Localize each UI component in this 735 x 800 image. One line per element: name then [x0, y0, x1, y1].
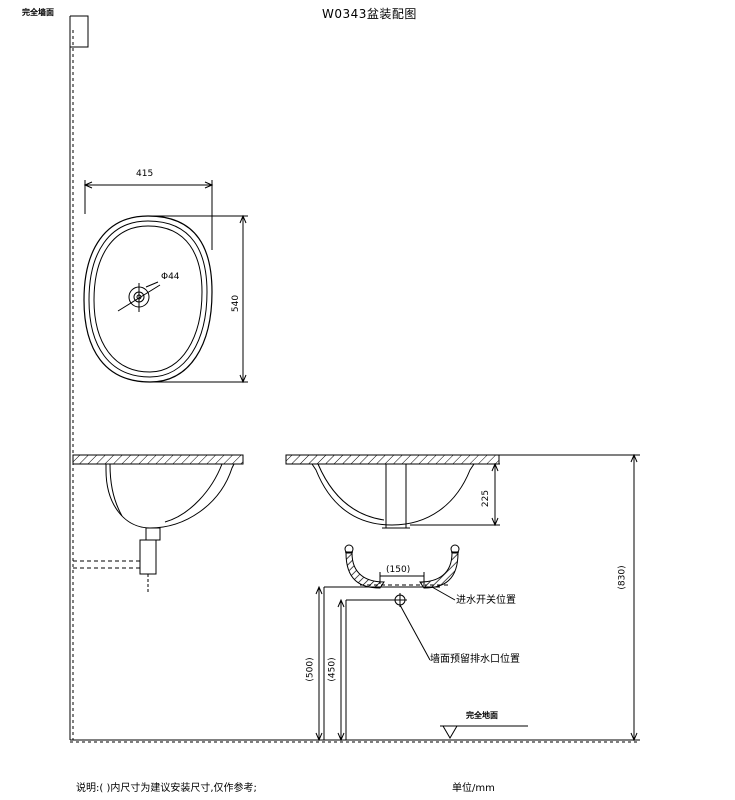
width-value: 415: [136, 169, 154, 179]
outlet-reference-lines: [323, 586, 440, 740]
floor-line: [70, 739, 640, 743]
countertop-front: [285, 454, 500, 465]
finished-floor-label: 完全地面: [466, 711, 498, 720]
basin-front-view: [311, 463, 475, 529]
inlet-spacing-value: (150): [386, 565, 411, 575]
basin-top-view: [83, 215, 213, 383]
length-dimension: [150, 214, 248, 384]
inlet-spacing-dimension: [379, 572, 425, 584]
length-value: 540: [231, 294, 242, 313]
bowl-depth-value: 225: [481, 489, 492, 508]
unit-label: 单位/mm: [452, 783, 495, 794]
basin-side-view: [73, 463, 235, 592]
drain-height-dimension: [337, 598, 345, 742]
water-inlet-label: 进水开关位置: [456, 595, 516, 606]
finished-wall-label: 完全墙面: [22, 8, 54, 17]
counter-height-value: (830): [617, 565, 628, 590]
counter-height-dimension: [499, 453, 640, 742]
wall-bracket: [70, 15, 89, 48]
floor-level-marker: [440, 725, 528, 739]
installation-note: 说明:( )内尺寸为建议安装尺寸,仅作参考;: [76, 783, 257, 794]
bowl-depth-dimension: [410, 462, 500, 527]
countertop-side: [72, 454, 244, 465]
width-dimension: [83, 180, 214, 250]
leader-lines: [399, 586, 456, 661]
wall-line: [69, 16, 74, 740]
drain-outlet-label: 墙面预留排水口位置: [430, 654, 520, 665]
inlet-height-dimension: [315, 585, 323, 742]
drain-hole: [117, 281, 161, 312]
inlet-height-value: (500): [305, 657, 316, 682]
water-supply-hoses: [344, 544, 460, 589]
drawing-title: W0343盆装配图: [322, 7, 417, 21]
drain-height-value: (450): [327, 657, 338, 682]
hole-diameter-value: Φ44: [161, 272, 180, 282]
